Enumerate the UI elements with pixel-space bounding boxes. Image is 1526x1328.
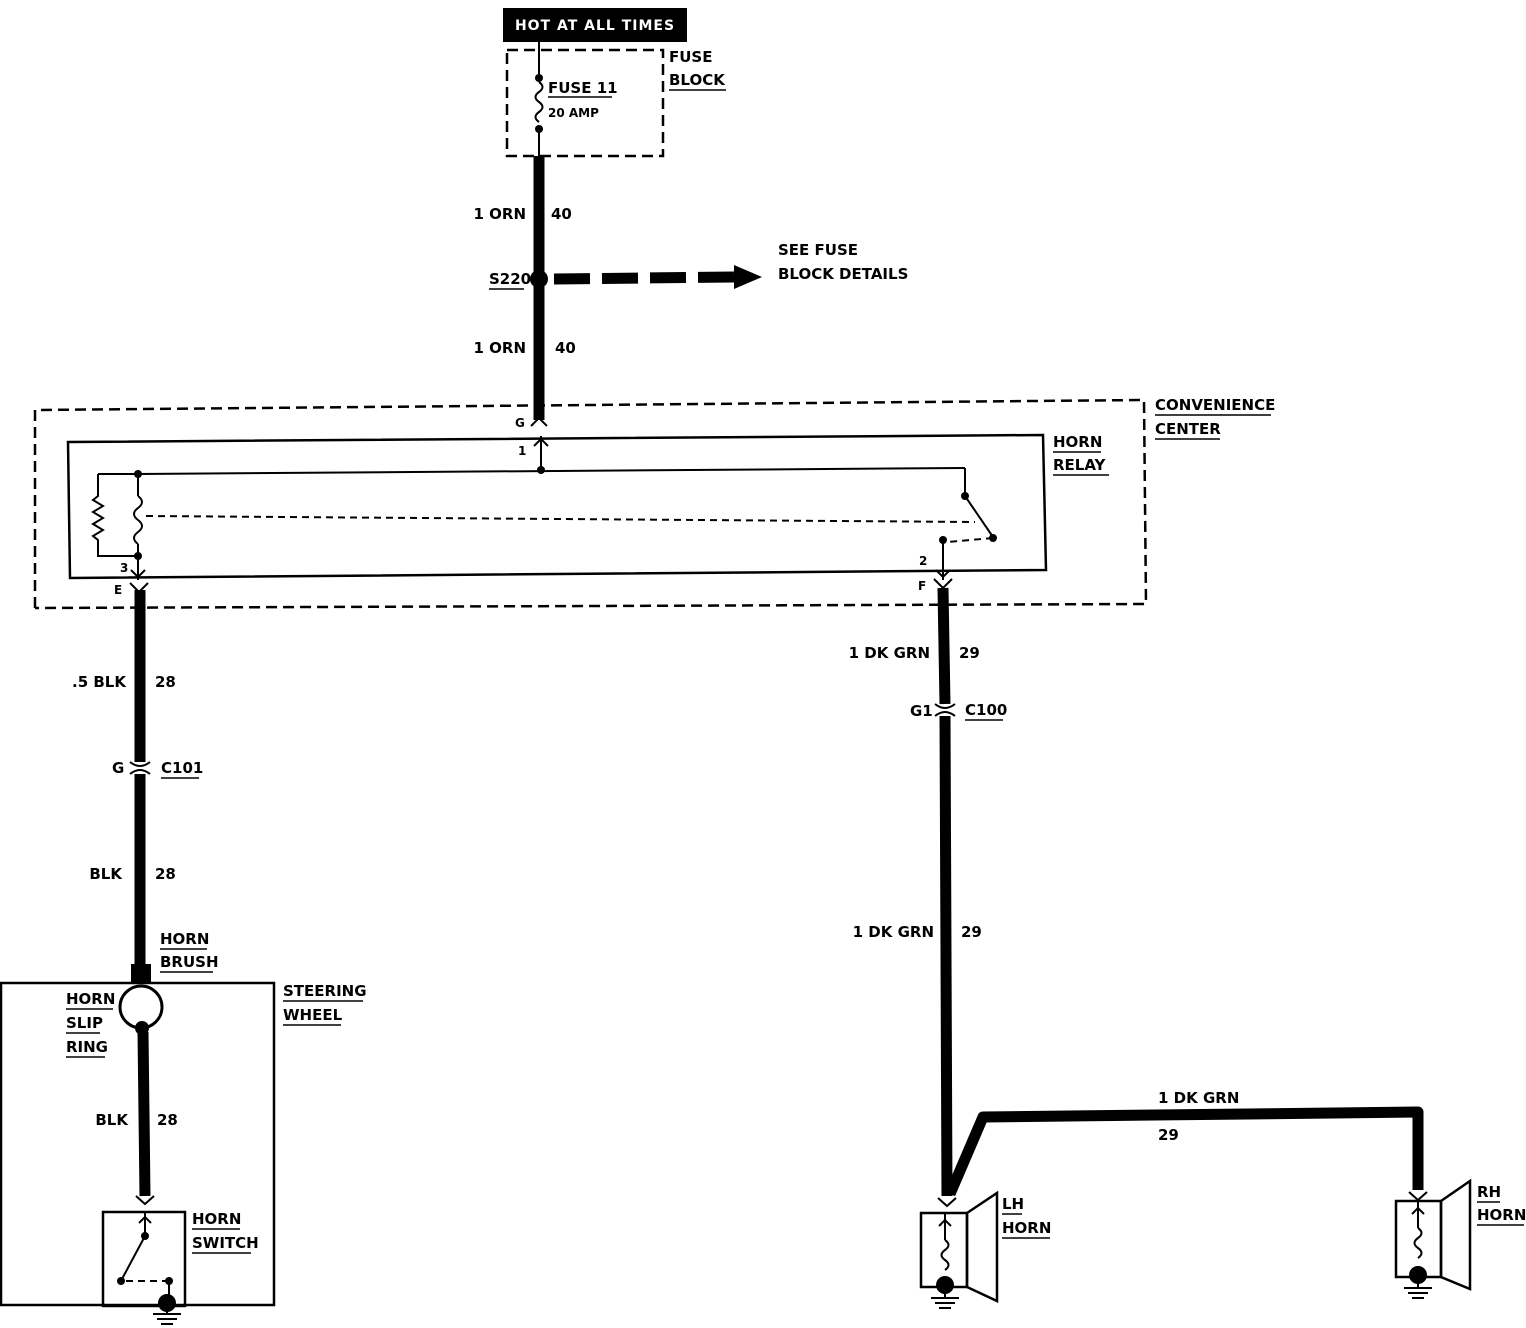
wire-blk-mid-color: BLK — [89, 865, 123, 883]
wire-grn-horiz-color: 1 DK GRN — [1158, 1089, 1239, 1107]
convenience-center-label-1: CONVENIENCE — [1155, 396, 1275, 414]
splice-ref-line-2: BLOCK DETAILS — [778, 265, 908, 283]
lh-horn: LH HORN — [919, 1190, 1051, 1309]
convenience-center-label-2: CENTER — [1155, 420, 1221, 438]
splice-reference-dashed-wire — [553, 271, 735, 285]
rh-horn-label-1: RH — [1477, 1183, 1501, 1201]
fuse-block-outline — [505, 48, 665, 158]
lh-horn-label-1: LH — [1002, 1195, 1024, 1213]
fuse-11-label: FUSE 11 — [548, 79, 618, 97]
wire-dk-grn-29-upper — [937, 587, 951, 705]
terminal-e-label: E — [114, 583, 122, 597]
rh-horn-bell — [1439, 1178, 1472, 1291]
hot-at-all-times-label: HOT AT ALL TIMES — [515, 18, 675, 34]
wire-grn-mid-color: 1 DK GRN — [853, 923, 934, 941]
connector-c101: G C101 — [112, 759, 203, 779]
wire-blk-mid-circuit: 28 — [155, 865, 176, 883]
terminal-g: G — [515, 416, 548, 430]
horn-slip-ring-label-3: RING — [66, 1038, 108, 1056]
horn-slip-ring-label-1: HORN — [66, 990, 115, 1008]
connector-c101-name: C101 — [161, 759, 203, 777]
splice-reference-arrow — [734, 265, 762, 289]
lh-horn-bell — [965, 1190, 999, 1303]
wire-grn-upper-color: 1 DK GRN — [849, 644, 930, 662]
wire-orn-top-color: 1 ORN — [473, 205, 526, 223]
wire-blk-28-lower — [137, 1031, 151, 1197]
convenience-center: CONVENIENCE CENTER — [33, 396, 1275, 610]
rh-horn-label-2: HORN — [1477, 1206, 1526, 1224]
wire-blk-lower-circuit: 28 — [157, 1111, 178, 1129]
horn-relay: HORN RELAY 1 3 2 — [66, 433, 1109, 580]
wire-grn-mid-circuit: 29 — [961, 923, 982, 941]
wire-blk-upper-color: .5 BLK — [72, 673, 127, 691]
relay-pin-1-label: 1 — [518, 444, 526, 458]
wire-orn-bottom-color: 1 ORN — [473, 339, 526, 357]
fuse-11-element — [534, 81, 544, 123]
lh-horn-label-2: HORN — [1002, 1219, 1051, 1237]
relay-switch-blade — [964, 495, 994, 538]
horn-relay-label-1: HORN — [1053, 433, 1102, 451]
relay-resistor — [91, 474, 138, 557]
fuse-block-label-1: FUSE — [669, 48, 712, 66]
steering-wheel: STEERING WHEEL — [0, 981, 367, 1307]
fuse-block: FUSE 11 20 AMP FUSE BLOCK — [505, 42, 726, 158]
fuse-11-rating: 20 AMP — [548, 106, 599, 120]
horn-brush-label-1: HORN — [160, 930, 209, 948]
connector-c100: G1 C100 — [910, 701, 1007, 721]
terminal-g-label: G — [515, 416, 525, 430]
splice-s220-label: S220 — [489, 270, 531, 288]
terminal-f-label: F — [918, 579, 926, 593]
relay-pin-2-label: 2 — [919, 554, 927, 568]
splice-ref-line-1: SEE FUSE — [778, 241, 858, 259]
rh-horn: RH HORN — [1394, 1178, 1526, 1299]
connector-c100-name: C100 — [965, 701, 1007, 719]
wire-blk-upper-circuit: 28 — [155, 673, 176, 691]
wire-dk-grn-29-branch — [944, 1106, 1424, 1197]
ground-symbol-switch — [153, 1310, 181, 1325]
wire-orn-top-circuit: 40 — [551, 205, 572, 223]
horn-brush-label-2: BRUSH — [160, 953, 219, 971]
horn-brush: HORN BRUSH — [131, 930, 219, 984]
wire-orn-bottom-circuit: 40 — [555, 339, 576, 357]
lh-horn-coil — [940, 1239, 950, 1271]
relay-pin-3-label: 3 — [120, 561, 128, 575]
wire-grn-upper-circuit: 29 — [959, 644, 980, 662]
horn-relay-label-2: RELAY — [1053, 456, 1107, 474]
steering-wheel-label-1: STEERING — [283, 982, 367, 1000]
relay-armature-link — [145, 515, 976, 523]
horn-slip-ring-label-2: SLIP — [66, 1014, 103, 1032]
rh-horn-coil — [1413, 1227, 1423, 1259]
relay-coil — [133, 495, 143, 545]
wire-blk-lower-color: BLK — [95, 1111, 129, 1129]
fuse-block-label-2: BLOCK — [669, 71, 726, 89]
horn-switch: HORN SWITCH — [101, 1195, 259, 1312]
steering-wheel-label-2: WHEEL — [283, 1006, 343, 1024]
horn-slip-ring: HORN SLIP RING — [66, 984, 164, 1058]
wire-dk-grn-29-mid — [939, 715, 953, 1197]
wire-grn-horiz-circuit: 29 — [1158, 1126, 1179, 1144]
horn-relay-outline — [66, 433, 1048, 580]
horn-switch-label-2: SWITCH — [192, 1234, 259, 1252]
hot-at-all-times-box: HOT AT ALL TIMES — [503, 8, 687, 42]
horn-switch-blade — [121, 1235, 146, 1280]
relay-common-line — [137, 467, 966, 475]
connector-c101-pin: G — [112, 759, 124, 777]
splice-s220: S220 SEE FUSE BLOCK DETAILS — [489, 241, 908, 290]
horn-switch-label-1: HORN — [192, 1210, 241, 1228]
connector-c100-pin: G1 — [910, 702, 933, 720]
